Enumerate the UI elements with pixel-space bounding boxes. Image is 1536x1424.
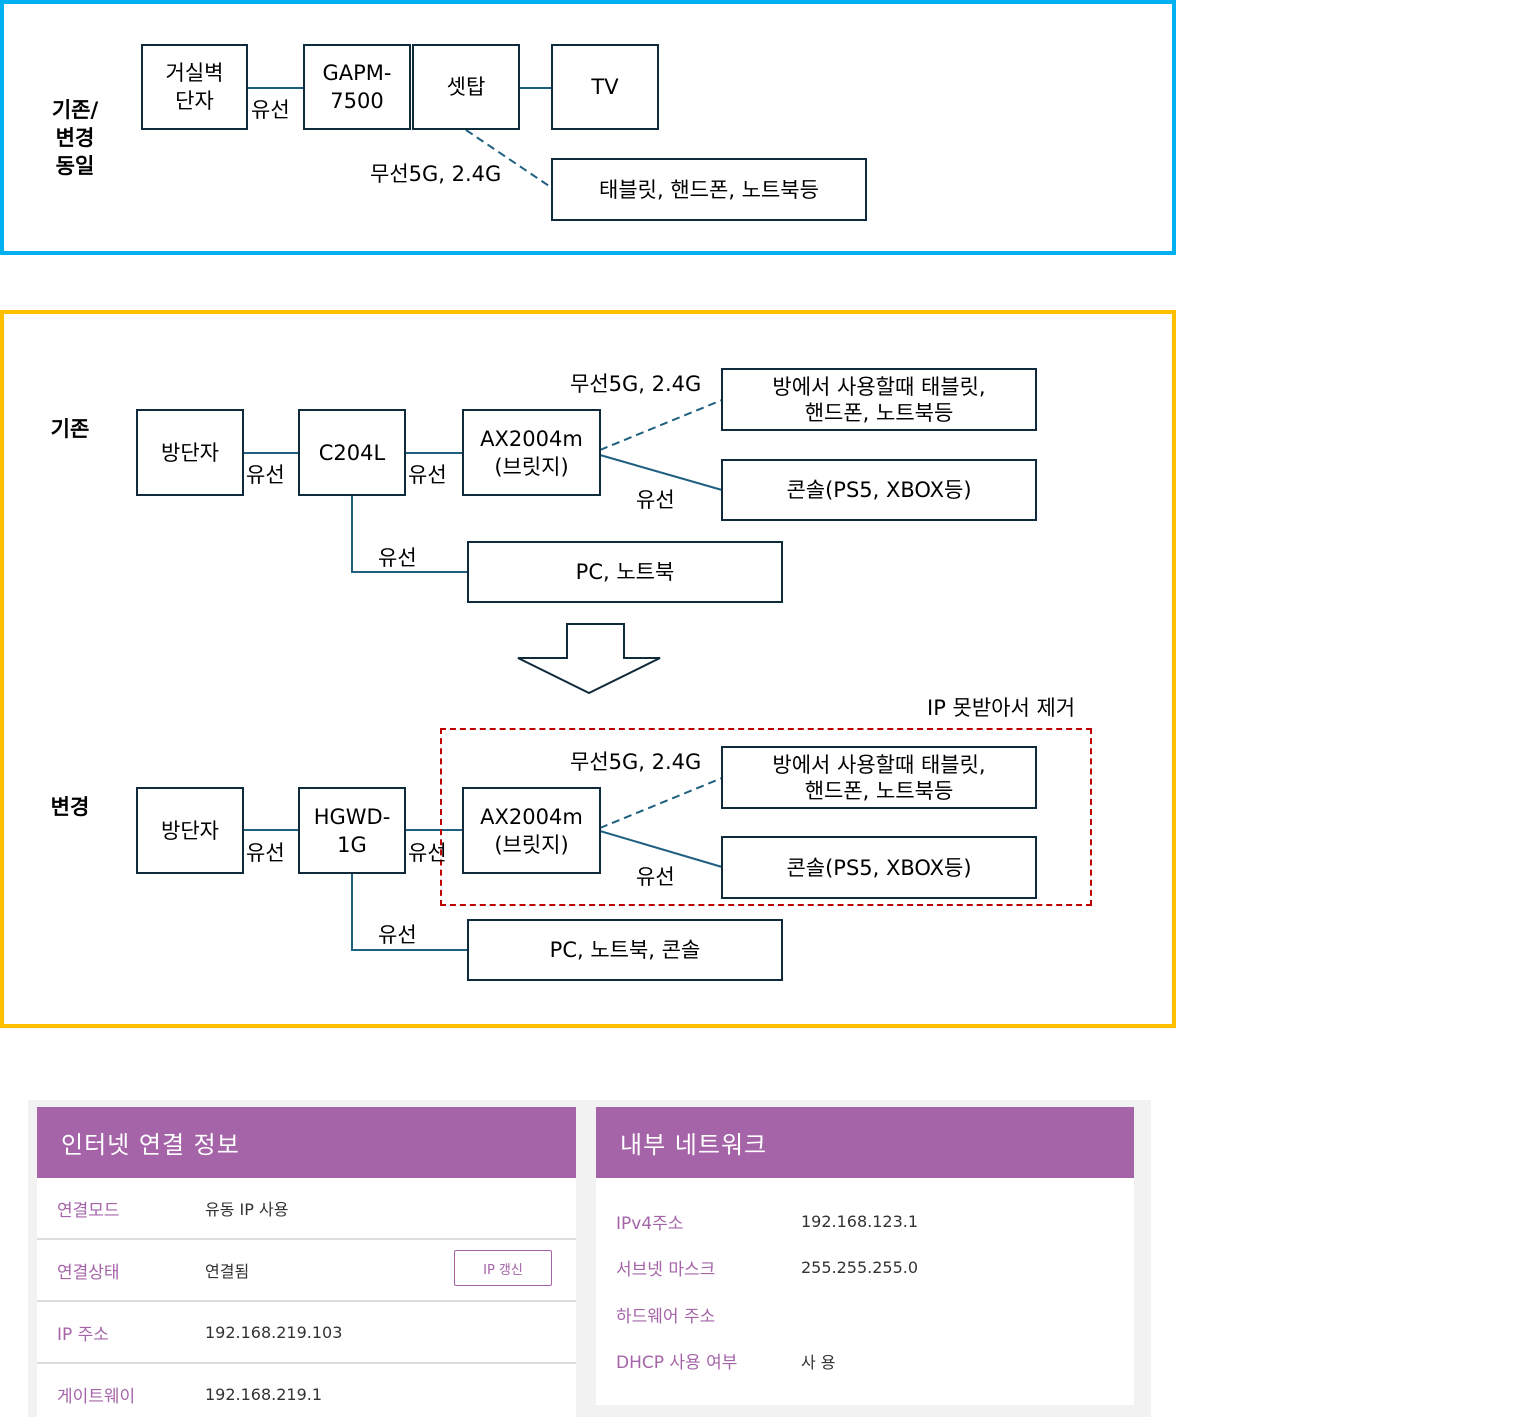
row-key: IP 주소 (57, 1324, 109, 1345)
info-row: 연결상태 연결됨 IP 갱신 (37, 1240, 576, 1302)
row-value: 192.168.219.1 (205, 1384, 323, 1404)
row-key: IPv4주소 (616, 1213, 684, 1234)
row-value: 유동 IP 사용 (205, 1200, 289, 1219)
label-wired-3: 유선 (636, 865, 675, 889)
info-row: IPv4주소 192.168.123.1 (596, 1198, 1134, 1245)
row-value: 사 용 (801, 1352, 836, 1372)
node-console: 콘솔(PS5, XBOX등) (721, 459, 1037, 521)
label-wired-4: 유선 (378, 923, 417, 947)
node-bridge: AX2004m (브릿지) (462, 409, 601, 496)
node-tv: TV (551, 44, 659, 130)
label-wired-4: 유선 (378, 546, 417, 570)
row-label-after: 변경 (50, 795, 90, 819)
card-title: 내부 네트워크 (596, 1107, 1134, 1178)
row-label-before: 기존 (50, 417, 90, 441)
row-value: 192.168.219.103 (205, 1322, 343, 1342)
row-key: 하드웨어 주소 (616, 1306, 716, 1327)
node-switch-hgwd: HGWD- 1G (298, 787, 406, 874)
node-room-jack: 방단자 (136, 409, 244, 496)
row-key: 연결모드 (57, 1200, 120, 1221)
row-key: 연결상태 (57, 1262, 120, 1283)
node-switch-c204l: C204L (298, 409, 406, 496)
label-wireless: 무선5G, 2.4G (370, 162, 502, 186)
row-key: DHCP 사용 여부 (616, 1353, 738, 1374)
info-row: 서브넷 마스크 255.255.255.0 (596, 1245, 1134, 1292)
room-config-frame (0, 310, 1176, 1028)
label-wired-1: 유선 (246, 463, 285, 487)
removed-devices-box (440, 728, 1092, 906)
label-wired: 유선 (251, 98, 290, 122)
label-wireless: 무선5G, 2.4G (570, 750, 702, 774)
label-wired-2: 유선 (408, 463, 447, 487)
row-value: 192.168.123.1 (801, 1211, 919, 1231)
removed-note: IP 못받아서 제거 (927, 696, 1076, 720)
row-label-same: 기존/ 변경 동일 (51, 98, 99, 178)
label-wired-1: 유선 (246, 841, 285, 865)
internet-connection-card: 인터넷 연결 정보 연결모드 유동 IP 사용 연결상태 연결됨 IP 갱신 I… (37, 1107, 576, 1417)
row-value: 연결됨 (205, 1262, 250, 1281)
node-gapm-7500: GAPM- 7500 (303, 44, 411, 130)
node-wall-jack: 거실벽 단자 (141, 44, 248, 130)
node-pc: PC, 노트북 (467, 541, 783, 603)
node-room-jack: 방단자 (136, 787, 244, 874)
label-wired-2: 유선 (408, 841, 447, 865)
node-settop: 셋탑 (412, 44, 520, 130)
lan-network-card: 내부 네트워크 IPv4주소 192.168.123.1 서브넷 마스크 255… (596, 1107, 1134, 1405)
label-wired-3: 유선 (636, 488, 675, 512)
same-config-frame (0, 0, 1176, 255)
node-console: 콘솔(PS5, XBOX등) (721, 836, 1037, 899)
row-key: 서브넷 마스크 (616, 1260, 716, 1281)
node-room-devices: 방에서 사용할때 태블릿, 핸드폰, 노트북등 (721, 368, 1037, 431)
info-row: 하드웨어 주소 (596, 1291, 1134, 1338)
row-value: 255.255.255.0 (801, 1258, 919, 1278)
info-row: 연결모드 유동 IP 사용 (37, 1178, 576, 1240)
card-title: 인터넷 연결 정보 (37, 1107, 576, 1178)
ip-renew-button[interactable]: IP 갱신 (454, 1250, 552, 1286)
info-row: DHCP 사용 여부 사 용 (596, 1338, 1134, 1385)
node-devices: 태블릿, 핸드폰, 노트북등 (551, 158, 867, 221)
info-row: 게이트웨이 192.168.219.1 (37, 1364, 576, 1424)
label-wireless: 무선5G, 2.4G (570, 372, 702, 396)
row-key: 게이트웨이 (57, 1386, 136, 1407)
node-bridge: AX2004m (브릿지) (462, 787, 601, 874)
info-row: IP 주소 192.168.219.103 (37, 1302, 576, 1364)
node-pc: PC, 노트북, 콘솔 (467, 919, 783, 981)
node-room-devices: 방에서 사용할때 태블릿, 핸드폰, 노트북등 (721, 746, 1037, 809)
